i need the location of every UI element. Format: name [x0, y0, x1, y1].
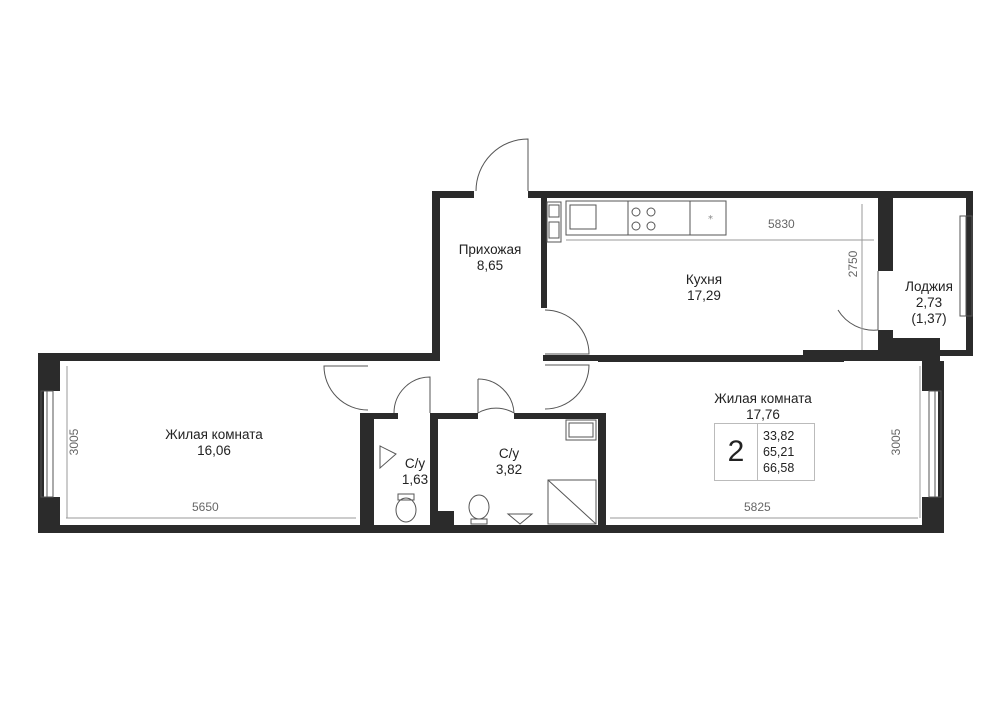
total-area: 65,21 [763, 445, 795, 459]
area-summary-box: 2 33,82 65,21 66,58 [714, 423, 815, 481]
wall [374, 413, 398, 419]
wall [528, 191, 972, 198]
room-label-loggia: Лоджия 2,73 (1,37) [896, 279, 962, 327]
doors [323, 138, 879, 414]
wall [438, 511, 454, 525]
room-name: С/у [404, 456, 426, 471]
toilet [468, 494, 490, 520]
living-area: 33,82 [763, 429, 795, 443]
total-area-with-loggia: 66,58 [763, 461, 795, 475]
wall [922, 361, 944, 391]
shower [547, 479, 597, 525]
room-label-living-right: Жилая комната 17,76 [683, 391, 843, 423]
room-area: 16,06 [197, 443, 231, 458]
wall [432, 191, 440, 361]
windows [40, 215, 973, 498]
wall [38, 525, 944, 533]
wall [930, 350, 973, 356]
dim-room-right-width: 5825 [744, 500, 771, 514]
wall [514, 413, 604, 419]
wall [38, 353, 440, 361]
wall [438, 413, 478, 419]
dim-kitchen-depth: 2750 [846, 250, 860, 278]
dimension-lines [66, 204, 921, 519]
wall [38, 353, 60, 391]
room-area: 2,73 [915, 295, 943, 310]
room-name: С/у [498, 446, 520, 461]
room-area: 3,82 [495, 462, 523, 477]
room-name: Лоджия [905, 279, 953, 294]
dim-kitchen-width: 5830 [768, 217, 795, 231]
room-area: 8,65 [476, 258, 504, 273]
wall [803, 350, 893, 361]
room-area: 17,76 [746, 407, 780, 422]
room-label-living-left: Жилая комната 16,06 [134, 427, 294, 459]
room-name: Прихожая [458, 242, 522, 257]
dim-room-left-width: 5650 [192, 500, 219, 514]
rooms-count: 2 [715, 424, 758, 480]
wall [966, 191, 973, 356]
wall [922, 497, 944, 533]
room-label-wc-1: С/у 1,63 [390, 456, 440, 488]
wall [360, 413, 374, 525]
room-area-reduced: (1,37) [911, 311, 947, 326]
room-name: Кухня [685, 272, 723, 287]
wall [430, 413, 438, 525]
room-name: Жилая комната [165, 427, 263, 442]
room-label-hallway: Прихожая 8,65 [440, 242, 540, 274]
toilet [395, 497, 417, 523]
dim-room-left-depth: 3005 [67, 428, 81, 456]
fixtures: * [379, 200, 727, 525]
wall [598, 356, 844, 362]
kitchen-counter [565, 200, 727, 236]
room-label-wc-2: С/у 3,82 [484, 446, 534, 478]
wall [432, 191, 474, 198]
wall [38, 497, 60, 533]
room-name: Жилая комната [714, 391, 812, 406]
room-area: 1,63 [401, 472, 429, 487]
room-label-kitchen: Кухня 17,29 [654, 272, 754, 304]
svg-text:*: * [708, 214, 713, 225]
dim-room-right-depth: 3005 [889, 428, 903, 456]
wall [598, 413, 606, 525]
room-area: 17,29 [687, 288, 721, 303]
wall [878, 191, 893, 271]
wall [541, 198, 547, 308]
wall [878, 338, 940, 361]
walls [38, 191, 973, 533]
